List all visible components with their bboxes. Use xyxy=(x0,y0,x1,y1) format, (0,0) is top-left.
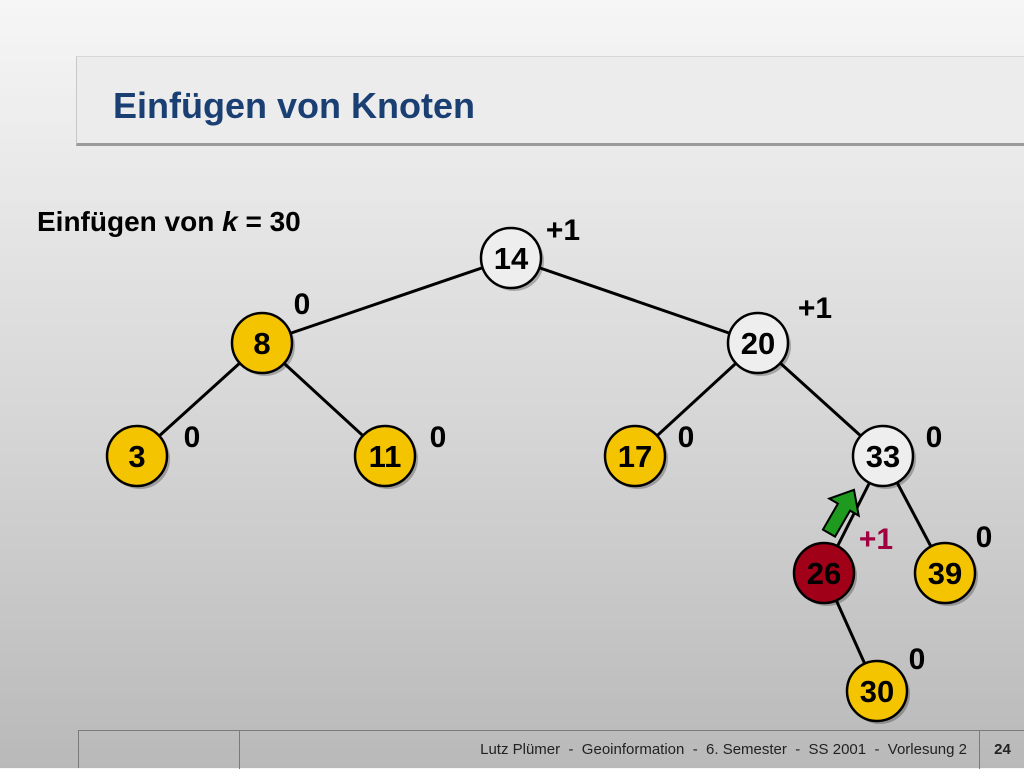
edge-n14-n8 xyxy=(261,256,512,345)
balance-label-14: +1 xyxy=(546,214,580,247)
tree-node-14: 14 xyxy=(479,226,544,291)
tree-nodes: 14 8 20 3 11 17 33 26 39 30 xyxy=(105,226,978,724)
title-bar: Einfügen von Knoten xyxy=(76,56,1024,146)
node-label: 3 xyxy=(128,439,145,474)
node-circle xyxy=(792,541,856,605)
footer-text: Lutz Plümer - Geoinformation - 6. Semest… xyxy=(239,731,980,769)
node-label: 11 xyxy=(369,439,402,474)
balance-label-8: 0 xyxy=(294,288,311,321)
node-circle xyxy=(353,424,417,488)
subtitle-suffix: = 30 xyxy=(237,206,301,237)
tree-node-8: 8 xyxy=(230,311,295,376)
balance-labels: +1 0 +1 0 0 0 0 +1 0 0 xyxy=(184,214,993,676)
page-number: 24 xyxy=(994,741,1011,758)
balance-label-3: 0 xyxy=(184,421,201,454)
slide-title: Einfügen von Knoten xyxy=(113,85,475,126)
node-label: 30 xyxy=(860,674,894,709)
tree-node-26: 26 xyxy=(792,541,857,606)
tree-node-30: 30 xyxy=(845,659,910,724)
tree-node-11: 11 xyxy=(353,424,418,489)
balance-label-26: +1 xyxy=(859,523,893,556)
node-circle xyxy=(913,541,977,605)
balance-label-11: 0 xyxy=(430,421,447,454)
node-label: 14 xyxy=(494,241,529,276)
node-label: 39 xyxy=(928,556,962,591)
balance-label-17: 0 xyxy=(678,421,695,454)
node-circle xyxy=(105,424,169,488)
node-circle xyxy=(479,226,543,290)
balance-label-30: 0 xyxy=(909,643,926,676)
node-label: 33 xyxy=(866,439,900,474)
tree-node-3: 3 xyxy=(105,424,170,489)
edge-n14-n20 xyxy=(510,256,759,345)
footer: Lutz Plümer - Geoinformation - 6. Semest… xyxy=(78,730,1024,769)
node-circle xyxy=(845,659,909,723)
tree-node-39: 39 xyxy=(913,541,978,606)
subtitle-variable: k xyxy=(222,206,238,237)
node-circle xyxy=(230,311,294,375)
node-circle xyxy=(851,424,915,488)
up-arrow-icon xyxy=(821,488,861,538)
slide-subtitle: Einfügen von k = 30 xyxy=(37,206,301,238)
subtitle-prefix: Einfügen von xyxy=(37,206,223,237)
footer-cell-left xyxy=(79,731,240,769)
tree-node-33: 33 xyxy=(851,424,916,489)
balance-label-20: +1 xyxy=(798,292,832,325)
tree-node-17: 17 xyxy=(603,424,668,489)
tree-node-20: 20 xyxy=(726,311,791,376)
node-circle xyxy=(726,311,790,375)
balance-label-39: 0 xyxy=(976,521,993,554)
node-label: 20 xyxy=(741,326,775,361)
balance-label-33: 0 xyxy=(926,421,943,454)
node-label: 26 xyxy=(807,556,841,591)
node-label: 8 xyxy=(253,326,270,361)
arrow-layer xyxy=(821,488,861,538)
node-label: 17 xyxy=(618,439,652,474)
node-circle xyxy=(603,424,667,488)
